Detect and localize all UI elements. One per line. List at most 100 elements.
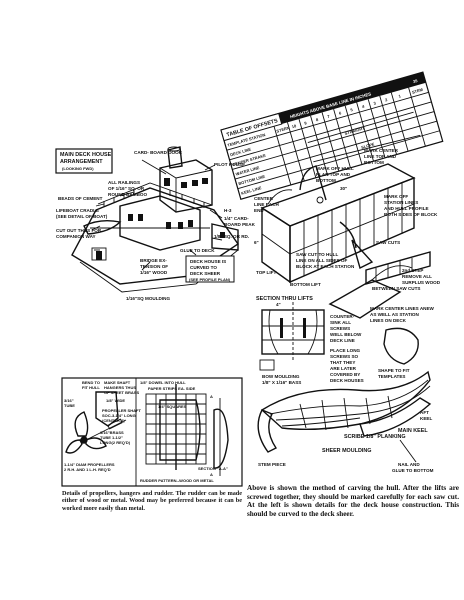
label-shaft-2: HANGERS THUS [104,385,136,390]
label-mark-center2-2: AS WELL AS STATION [370,312,420,317]
label-center-line-2: LINE EACH [254,202,279,207]
deck-house-title-2: ARRANGEMENT [60,159,103,165]
label-bridge-2: TENSION OF [140,264,168,269]
label-glue: GLUE TO DECK [180,248,215,253]
label-countersink-4: WELL BELOW [330,332,362,337]
label-shaft-3: OF SHEET BRASS [104,390,139,395]
caption-right: Above is shown the method of carving the… [247,484,459,518]
label-countersink-1: COUNTER- [330,314,355,319]
label-prop-shaft-3: (CENTER-2) [102,418,125,423]
label-step2-3: SURPLUS WOOD [402,280,441,285]
label-long-screws-5: COVERED BY [330,372,360,377]
label-curved-1: DECK HOUSE IS [190,259,226,264]
label-mark-off-hull-2: PLAN TOP AND [316,172,351,177]
offsets-col-6: 6 [338,110,342,116]
label-mark-stations-1: MARK OFF [384,194,408,199]
label-mark-center-3: BOTTOM [364,160,384,165]
label-saw-cut-1: SAW CUT TO HULL [296,252,338,257]
label-card-board-door: CARD- BOARD DOOR [134,150,183,155]
offsets-col-4: 4 [361,103,365,109]
label-mark-stations-4: BOTH SIDES OF BLOCK [384,212,438,217]
label-aft-keel-1: AFT [420,410,429,415]
label-cut-out-2: COMPANION WAY [56,234,96,239]
label-shape-fit-2: TEMPLATES [378,374,405,379]
offsets-row-keel: KEEL LINE [241,185,263,196]
offsets-col-9: 9 [304,120,308,126]
offsets-col-stem: STEM [411,87,424,95]
label-bottom-lift: BOTTOM LIFT [290,282,321,287]
offsets-note-straight: STRAIGHT [344,125,366,136]
label-saw-cuts: SAW CUTS [376,240,400,245]
label-nail-glue-2: GLUE TO BOTTOM [392,468,434,473]
label-mark-off-hull-3: BOTTOM [316,178,336,183]
deck-house-drawing: MAIN DECK HOUSE ARRANGEMENT (LOOKING FWD… [55,146,256,301]
label-brass-1: 3/16"BRASS [100,430,124,435]
label-aft-keel-2: KEEL [420,416,432,421]
offsets-note-slope: SLOPE [361,141,376,150]
deck-house-subtitle: (LOOKING FWD) [62,166,94,171]
label-cut-out-1: CUT OUT THUS FOR [56,228,102,233]
label-step2-2: REMOVE ALL [402,274,432,279]
label-rudder: RUDDER PATTERN--WOOD OR METAL [140,478,214,483]
label-paper: PAPER STRIPS EA. SIDE [148,386,196,391]
propeller-rudder-drawing: BEND TO FIT HULL MAKE SHAFT HANGERS THUS… [61,377,243,487]
label-long-screws-1: PLACE LONG [330,348,361,353]
offsets-col-10: 10 [291,123,297,129]
label-curved-2: CURVED TO [190,265,217,270]
label-prop-shaft-2: SOC-3-1/4" LONG [102,413,136,418]
label-sheer: SHEER MOULDING [322,448,371,454]
label-nail-glue-1: NAIL AND [398,462,420,467]
label-bow-moulding-1: BOW MOULDING [262,374,300,379]
label-shaft-1: MAKE SHAFT [104,380,131,385]
label-wide: 1/8" WIDE [106,398,125,403]
label-step2-4: BETWEEN SAW CUTS [372,286,421,291]
label-long-screws-4: ARE LATER [330,366,357,371]
label-mark-center-1: MARK CENTER [364,148,399,153]
label-mark-stations-2: STATION LINES [384,200,418,205]
offsets-col-8: 8 [315,117,319,123]
page-mark: 35 [412,78,418,84]
offsets-row-deck: DECK LINE [230,146,252,157]
label-railings-2: OF 1/16" SQ. OR [108,186,145,191]
label-mark-center2-1: MARK CENTER LINES ANEW [370,306,435,311]
label-lifeboat-2: (SEE DETAIL OF BOAT) [56,214,108,219]
label-a-bottom: A [210,472,213,477]
label-squares: 1/4" SQUARES [158,404,187,409]
label-diam-2: 2 R.H. AND 1 L.H. REQ'D [64,467,111,472]
label-railings-3: ROUND BAMBOO [108,192,147,197]
offsets-col-3: 3 [373,100,377,106]
label-lifeboat-1: LIFEBOAT CRADLE [56,208,99,213]
label-step2-1: 2nd STEP [402,268,423,273]
label-bend-2: FIT HULL [82,385,100,390]
label-mark-off-hull-1: MARK OFF HULL [316,166,354,171]
label-top-lift: TOP LIFT [256,270,276,275]
label-bridge-1: BRIDGE EX- [140,258,167,263]
label-countersink-5: DECK LINE [330,338,355,343]
caption-left: Details of propellers, hangers and rudde… [62,490,242,512]
offsets-col-1: 1 [398,93,402,99]
offsets-col-2: 2 [384,97,388,103]
label-long-screws-2: SCREWS SO [330,354,359,359]
label-pilot-house: PILOT HOUSE [214,162,245,167]
label-dim-6: 6" [254,240,259,245]
label-prop-shaft-1: PROPELLER SHAFT [102,408,141,413]
label-section-aa: SECTION "A-A" [198,466,228,471]
label-dowel: 1/8" DOWEL INTO HULL [140,380,186,385]
label-center-line-1: CENTER [254,196,274,201]
label-countersink-2: SINK ALL [330,320,351,325]
offsets-col-5: 5 [350,107,354,113]
label-bridge-3: 1/16" WOOD [140,270,168,275]
label-tube-1: 3/16" [64,398,74,403]
label-countersink-3: SCREWS [330,326,350,331]
label-bend-1: BEND TO [82,380,100,385]
label-a-top: A [210,394,213,399]
label-long-screws-6: DECK HOUSES [330,378,364,383]
label-beads: BEADS OF CEMENT [58,196,103,201]
label-long-screws-3: THAT THEY [330,360,355,365]
hull-carving-drawing: MARK OFF HULL PLAN TOP AND BOTTOM MARK C… [254,148,441,473]
label-h3: H-3 [224,208,232,213]
label-card-peak-1: 1/4" CARD- [224,216,249,221]
label-section-thru-lifts: SECTION THRU LIFTS [256,296,313,302]
label-stem: STEM PIECE [258,462,286,467]
